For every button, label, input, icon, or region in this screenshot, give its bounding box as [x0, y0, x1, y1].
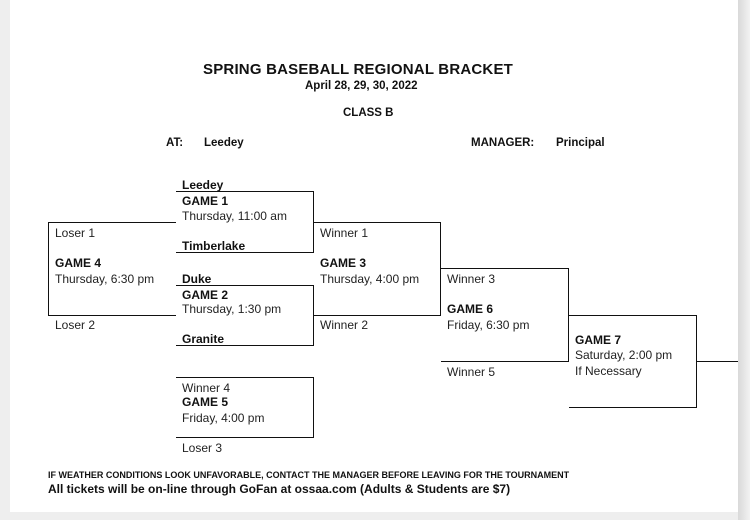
game6-slot-top: Winner 3	[447, 272, 496, 286]
game2-bottom-line	[176, 345, 314, 347]
game5-slot-bottom: Loser 3	[182, 441, 223, 455]
game3-bottom-line	[314, 315, 441, 317]
champion-line	[697, 361, 738, 363]
game4-connector	[48, 222, 50, 316]
game5-top-line	[176, 377, 314, 379]
game7-time: Saturday, 2:00 pm	[575, 348, 673, 362]
page-edge-shadow	[738, 0, 750, 520]
game5-name: GAME 5	[182, 395, 229, 409]
tickets-notice: All tickets will be on-line through GoFa…	[48, 482, 511, 496]
manager-label: MANAGER:	[471, 137, 535, 149]
game5-slot-top: Winner 4	[182, 381, 231, 395]
class-label: CLASS B	[343, 107, 394, 119]
game7-note: If Necessary	[575, 364, 642, 378]
game4-top-line	[48, 222, 176, 224]
weather-notice: IF WEATHER CONDITIONS LOOK UNFAVORABLE, …	[48, 470, 570, 480]
game4-slot-bottom: Loser 2	[55, 318, 96, 332]
game3-slot-top: Winner 1	[320, 226, 369, 240]
game3-top-line	[314, 222, 441, 224]
tournament-dates: April 28, 29, 30, 2022	[305, 80, 418, 92]
game3-slot-bottom: Winner 2	[320, 318, 369, 332]
game7-top-line	[569, 315, 697, 317]
bracket-sheet	[10, 0, 738, 512]
game1-top-line	[176, 191, 314, 193]
game1-connector	[313, 191, 315, 253]
game7-connector	[696, 315, 698, 408]
game6-top-line	[441, 268, 569, 270]
game4-name: GAME 4	[55, 256, 102, 270]
location-label: AT:	[166, 137, 184, 149]
game2-connector	[313, 285, 315, 346]
game5-connector	[313, 377, 315, 438]
game5-time: Friday, 4:00 pm	[182, 411, 265, 425]
game6-bottom-line	[441, 361, 569, 363]
game6-time: Friday, 6:30 pm	[447, 318, 530, 332]
game1-team-bottom: Timberlake	[182, 239, 246, 253]
game3-time: Thursday, 4:00 pm	[320, 272, 420, 286]
manager-value: Principal	[556, 137, 605, 149]
game7-name: GAME 7	[575, 333, 622, 347]
game1-team-top: Leedey	[182, 178, 224, 192]
location-value: Leedey	[204, 137, 244, 149]
game6-name: GAME 6	[447, 302, 494, 316]
game6-slot-bottom: Winner 5	[447, 365, 496, 379]
game3-connector	[440, 222, 442, 316]
game2-top-line	[176, 285, 314, 287]
game2-team-bottom: Granite	[182, 332, 225, 346]
game2-team-top: Duke	[182, 272, 212, 286]
game3-name: GAME 3	[320, 256, 367, 270]
game5-bottom-line	[176, 437, 314, 439]
game1-bottom-line	[176, 252, 314, 254]
game7-bottom-line	[569, 407, 697, 409]
game4-bottom-line	[48, 315, 176, 317]
game1-name: GAME 1	[182, 194, 229, 208]
game2-time: Thursday, 1:30 pm	[182, 302, 282, 316]
page-title: SPRING BASEBALL REGIONAL BRACKET	[203, 61, 514, 78]
game4-slot-top: Loser 1	[55, 226, 96, 240]
game4-time: Thursday, 6:30 pm	[55, 272, 155, 286]
game6-connector	[568, 268, 570, 362]
game1-time: Thursday, 11:00 am	[182, 209, 287, 223]
game2-name: GAME 2	[182, 288, 229, 302]
